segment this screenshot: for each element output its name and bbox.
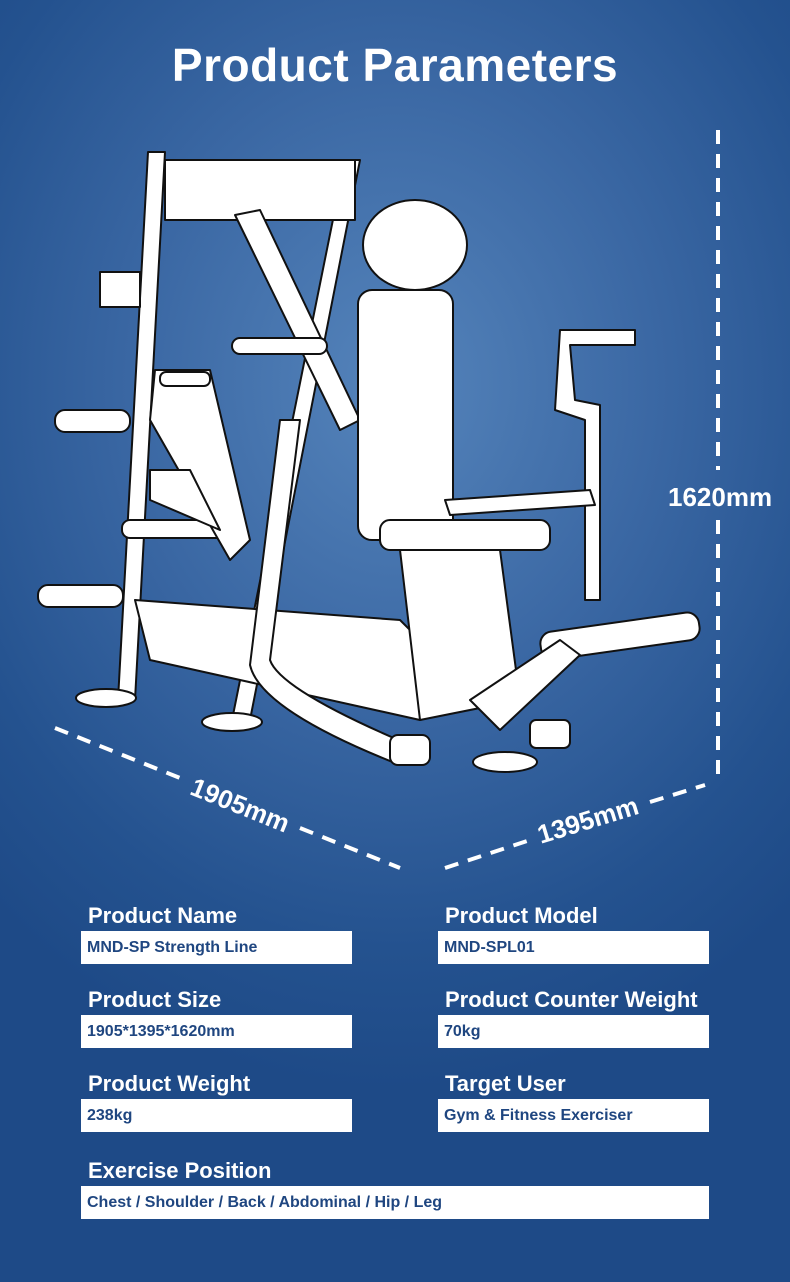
product-model-label: Product Model: [445, 903, 598, 928]
product-name-value: MND-SP Strength Line: [81, 931, 352, 964]
dimension-lines: [54, 130, 720, 870]
product-size-label: Product Size: [88, 987, 222, 1012]
product-name-label: Product Name: [88, 903, 238, 928]
counter-weight-value: 70kg: [438, 1015, 709, 1048]
counter-weight-label: Product Counter Weight: [445, 987, 698, 1012]
strength-machine-drawing: [37, 151, 701, 773]
exercise-position-value: Chest / Shoulder / Back / Abdominal / Hi…: [81, 1186, 709, 1219]
target-user-value: Gym & Fitness Exerciser: [438, 1099, 709, 1132]
product-size-value: 1905*1395*1620mm: [81, 1015, 352, 1048]
target-user-label: Target User: [445, 1071, 566, 1096]
page-title: Product Parameters: [171, 39, 619, 91]
product-model-value: MND-SPL01: [438, 931, 709, 964]
product-weight-value: 238kg: [81, 1099, 352, 1132]
product-weight-label: Product Weight: [88, 1071, 251, 1096]
height-dimension: 1620mm: [668, 482, 773, 512]
exercise-position-label: Exercise Position: [88, 1158, 272, 1183]
